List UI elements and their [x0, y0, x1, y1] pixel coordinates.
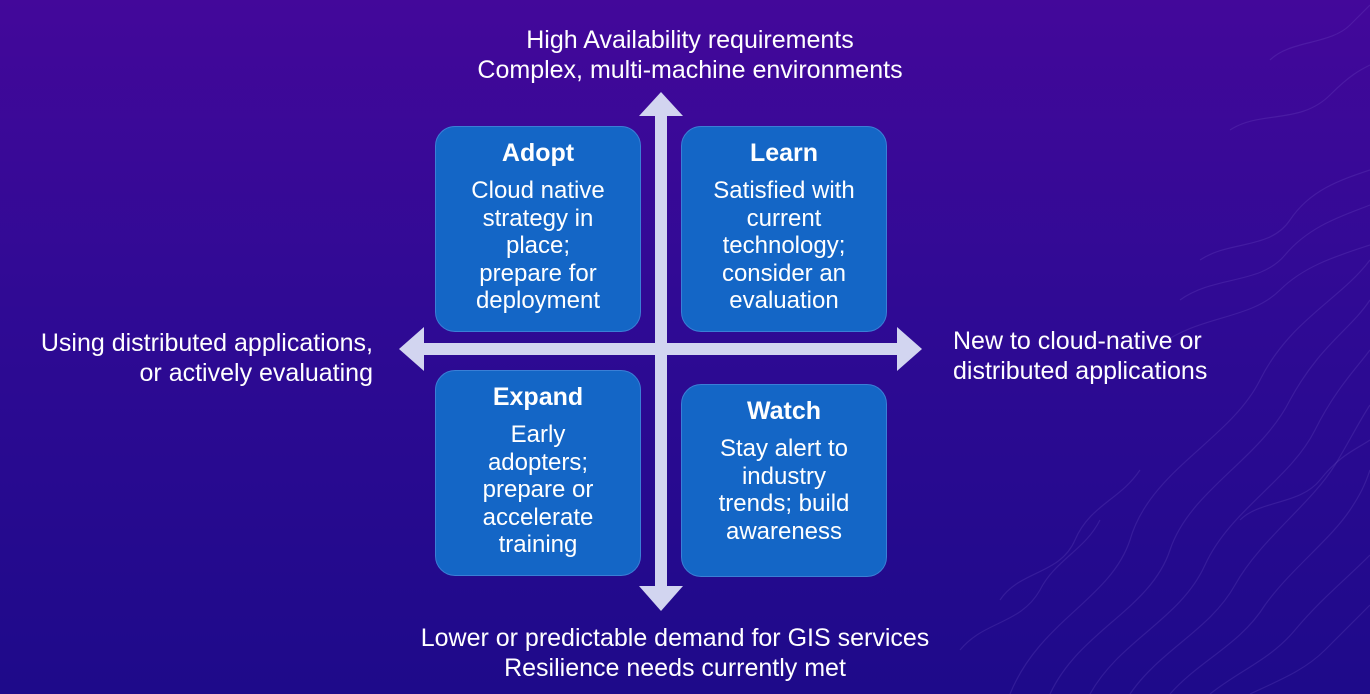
description-line: prepare for [479, 259, 597, 287]
up-arrowhead [639, 92, 683, 116]
description-line: place; [505, 232, 571, 259]
description-line: evaluation [729, 287, 839, 314]
quadrant-description: Cloud native strategy in place; prepare … [444, 177, 632, 315]
quadrant-learn: Learn Satisfied with current technology;… [681, 126, 887, 332]
description-line: prepare or [482, 476, 594, 503]
left-axis-line-2: or actively evaluating [139, 359, 373, 387]
description-line: current [746, 204, 822, 232]
quadrant-description: Early adopters; prepare or accelerate tr… [444, 421, 632, 559]
horizontal-axis-line [420, 343, 902, 355]
description-line: technology; [722, 232, 846, 259]
description-line: Early [510, 421, 566, 448]
top-axis-line-1: High Availability requirements [526, 26, 854, 54]
bottom-axis-line-2: Resilience needs currently met [504, 654, 846, 682]
description-line: adopters; [487, 448, 589, 476]
quadrant-title: Expand [492, 383, 584, 411]
description-line: deployment [475, 287, 601, 314]
quadrant-title: Watch [746, 397, 822, 425]
quadrant-description: Stay alert to industry trends; build awa… [690, 435, 878, 545]
left-axis-line-1: Using distributed applications, [40, 329, 373, 357]
quadrant-adopt: Adopt Cloud native strategy in place; pr… [435, 126, 641, 332]
description-line: consider an [721, 259, 847, 287]
quadrant-title: Adopt [501, 139, 575, 167]
description-line: awareness [725, 517, 843, 545]
right-axis-line-1: New to cloud-native or [953, 327, 1202, 355]
right-axis-label: New to cloud-native or distributed appli… [953, 326, 1353, 386]
quadrant-description: Satisfied with current technology; consi… [690, 177, 878, 315]
right-arrowhead [897, 327, 922, 371]
down-arrowhead [639, 586, 683, 611]
description-line: Cloud native [471, 177, 605, 204]
description-line: Satisfied with [713, 177, 855, 204]
description-line: trends; build [718, 490, 850, 517]
bottom-axis-label: Lower or predictable demand for GIS serv… [345, 623, 1005, 683]
description-line: strategy in [482, 204, 594, 232]
top-axis-line-2: Complex, multi-machine environments [477, 56, 903, 84]
left-arrowhead [399, 327, 424, 371]
description-line: Stay alert to [719, 435, 849, 462]
description-line: industry [741, 462, 827, 490]
left-axis-label: Using distributed applications, or activ… [5, 328, 373, 388]
quadrant-watch: Watch Stay alert to industry trends; bui… [681, 384, 887, 577]
quadrant-expand: Expand Early adopters; prepare or accele… [435, 370, 641, 576]
description-line: training [498, 531, 578, 558]
right-axis-line-2: distributed applications [953, 357, 1208, 385]
quadrant-title: Learn [749, 139, 819, 167]
description-line: accelerate [482, 503, 594, 531]
bottom-axis-line-1: Lower or predictable demand for GIS serv… [420, 624, 930, 652]
top-axis-label: High Availability requirements Complex, … [360, 25, 1020, 85]
